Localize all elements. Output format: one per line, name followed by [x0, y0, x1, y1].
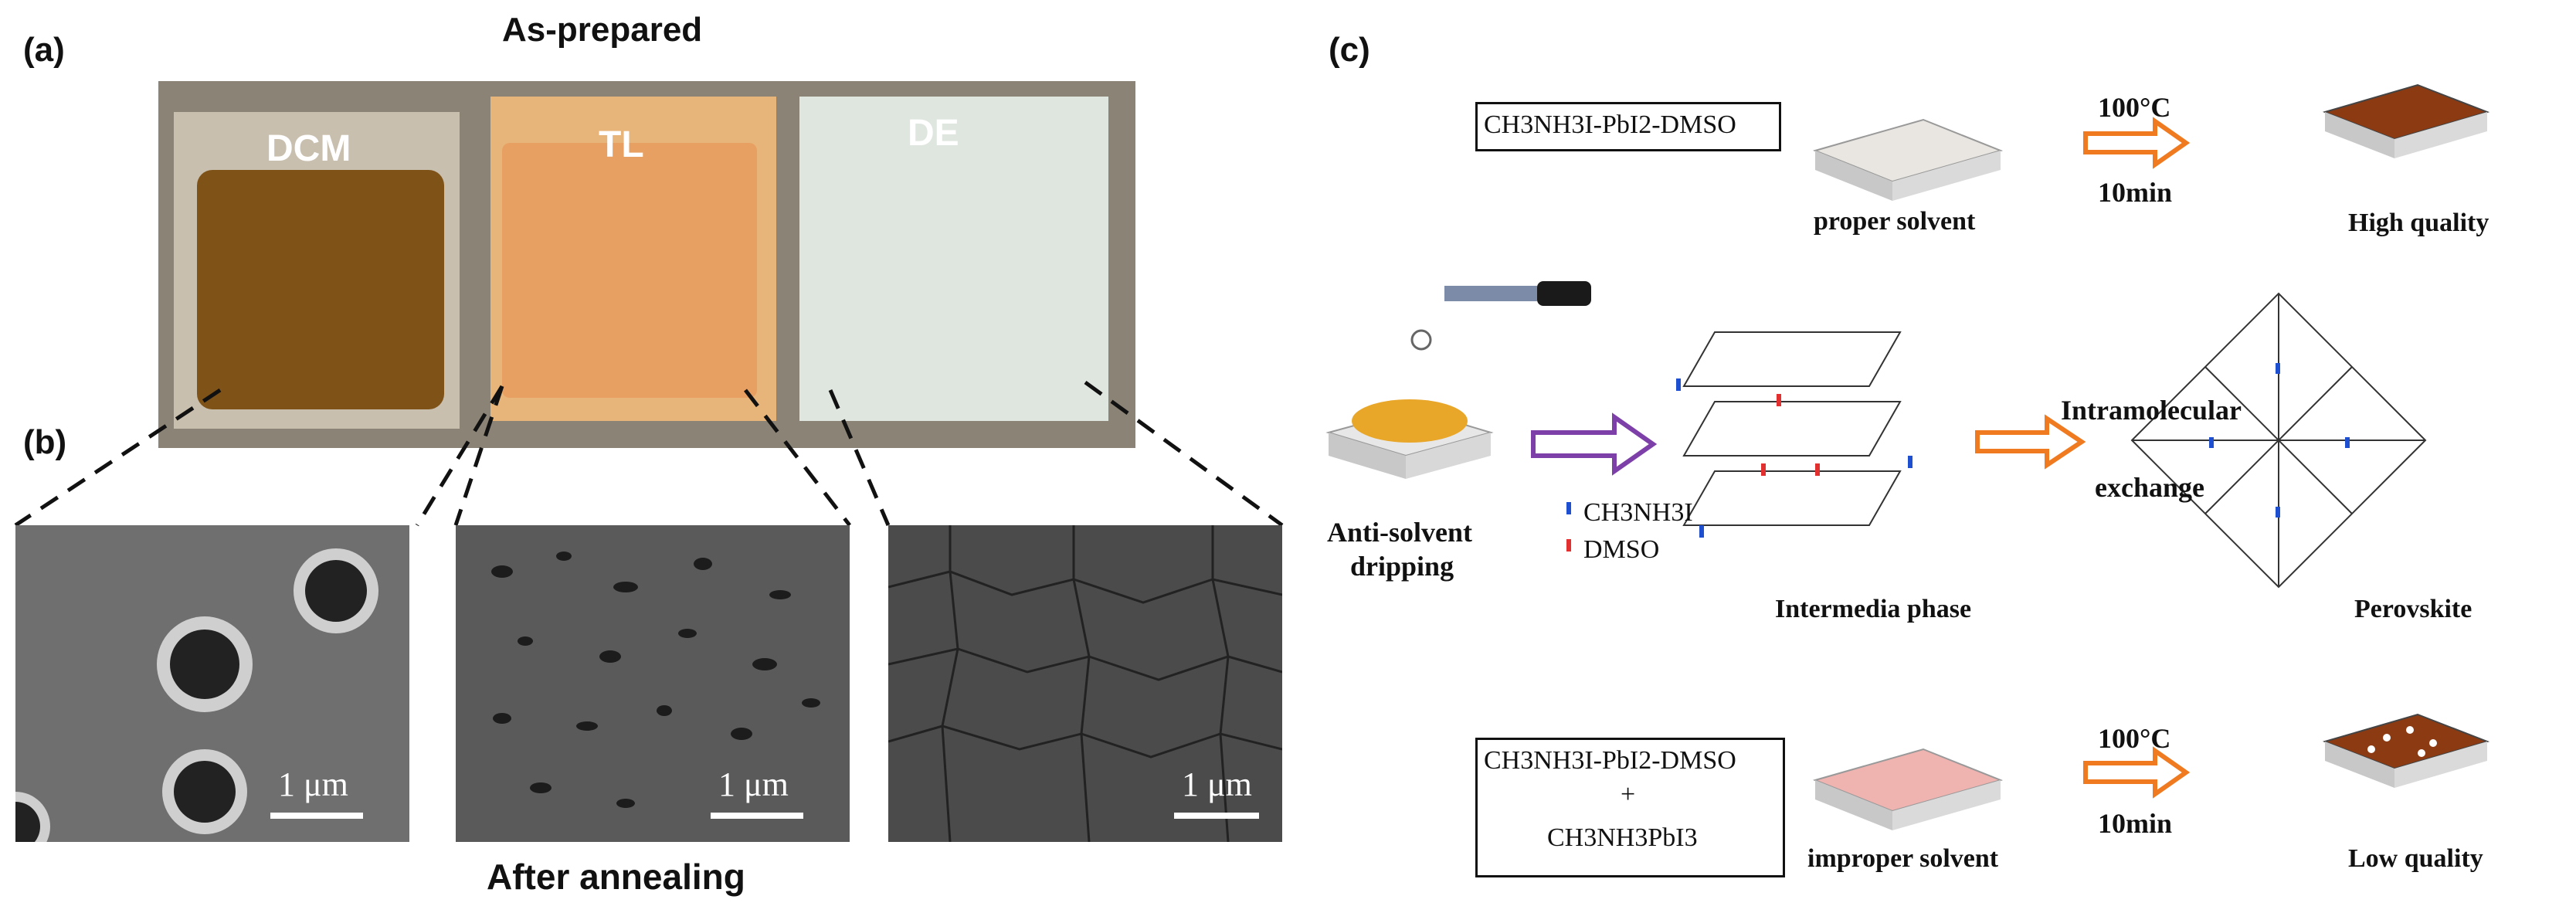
top-precursor-box: CH3NH3I-PbI2-DMSO — [1475, 102, 1781, 151]
bottom-row-graphics — [1812, 713, 2490, 830]
sample-photo: DCM TL DE — [158, 81, 1135, 448]
bottom-result-label: Low quality — [2348, 844, 2483, 873]
panel-c-label: (c) — [1329, 31, 1370, 69]
bottom-temp-label: 100°C — [2098, 723, 2171, 754]
panel-a-label: (a) — [23, 31, 65, 69]
intermediate-label: Intermedia phase — [1775, 595, 1972, 623]
bottom-precursor-text-1: CH3NH3I-PbI2-DMSO — [1484, 746, 1736, 775]
legend-ma: CH3NH3I — [1583, 498, 1693, 527]
scale-label-1: 1 μm — [278, 765, 348, 803]
legend-dmso: DMSO — [1583, 535, 1660, 564]
sem-image-tl: 1 μm — [456, 525, 850, 842]
bottom-precursor-box: CH3NH3I-PbI2-DMSO + CH3NH3PbI3 — [1475, 738, 1785, 877]
top-time-label: 10min — [2098, 177, 2173, 208]
sample-label-de: DE — [908, 113, 959, 154]
sample-label-tl: TL — [599, 124, 644, 165]
sem-image-dcm: 1 μm — [15, 525, 409, 842]
scale-bar-1 — [270, 813, 363, 819]
top-temp-label: 100°C — [2098, 92, 2171, 123]
scale-label-3: 1 μm — [1182, 765, 1252, 803]
exchange-label-2: exchange — [2095, 472, 2204, 503]
anti-solvent-label-2: dripping — [1350, 551, 1454, 582]
bottom-substrate-label: improper solvent — [1807, 844, 1999, 873]
top-substrate-label: proper solvent — [1814, 207, 1976, 236]
sample-de: DE — [799, 97, 1108, 421]
scale-label-2: 1 μm — [718, 765, 789, 803]
sem-image-de: 1 μm — [888, 525, 1282, 842]
panel-a-title: As-prepared — [502, 11, 703, 49]
top-row-graphics — [1812, 83, 2490, 201]
bottom-precursor-text-2: CH3NH3PbI3 — [1547, 823, 1698, 852]
scale-bar-2 — [711, 813, 803, 819]
top-precursor-text: CH3NH3I-PbI2-DMSO — [1484, 110, 1736, 139]
dcm-film — [197, 170, 444, 409]
sample-dcm: DCM — [174, 112, 460, 429]
bottom-precursor-plus: + — [1621, 780, 1636, 809]
tl-film — [502, 143, 757, 398]
sample-tl: TL — [490, 97, 776, 421]
sample-label-dcm: DCM — [266, 128, 351, 169]
top-result-label: High quality — [2348, 209, 2489, 237]
panel-b-caption: After annealing — [487, 857, 745, 897]
perovskite-label: Perovskite — [2354, 595, 2472, 623]
exchange-label-1: Intramolecular — [2061, 395, 2242, 426]
anti-solvent-label-1: Anti-solvent — [1327, 517, 1472, 548]
panel-b-label: (b) — [23, 423, 67, 461]
bottom-time-label: 10min — [2098, 808, 2173, 839]
scale-bar-3 — [1174, 813, 1259, 819]
middle-row-graphics — [1325, 281, 2427, 589]
